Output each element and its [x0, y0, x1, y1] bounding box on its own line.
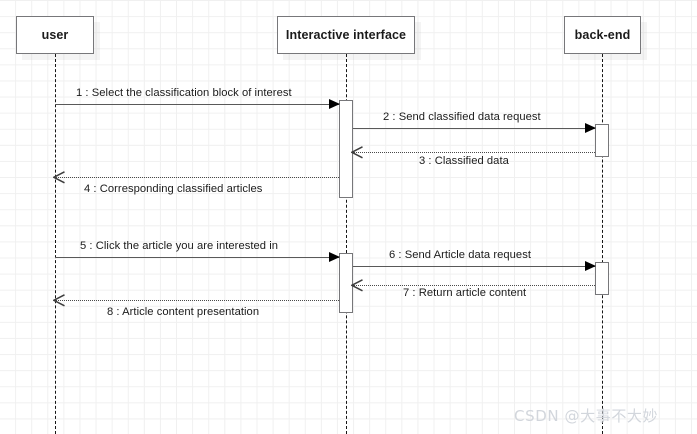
arrowhead-filled-icon: [329, 99, 340, 109]
activation-bar-ui: [339, 253, 353, 313]
message-line: [353, 266, 595, 267]
participant-box-ui[interactable]: Interactive interface: [277, 16, 415, 54]
lifeline-ui: [346, 54, 347, 434]
message-label-2: 2 : Send classified data request: [383, 111, 541, 123]
message-line: [55, 177, 339, 178]
message-label-8: 8 : Article content presentation: [107, 306, 260, 318]
arrowhead-filled-icon: [585, 123, 596, 133]
message-line: [353, 152, 595, 153]
participant-label: Interactive interface: [285, 28, 407, 42]
message-label-6: 6 : Send Article data request: [389, 249, 532, 261]
message-line: [353, 285, 595, 286]
arrowhead-open-icon: [52, 294, 65, 307]
arrowhead-open-icon: [350, 146, 363, 159]
message-line: [55, 300, 339, 301]
arrowhead-open-icon: [350, 279, 363, 292]
message-label-1: 1 : Select the classification block of i…: [76, 87, 292, 99]
arrowhead-filled-icon: [585, 261, 596, 271]
message-line: [353, 128, 595, 129]
csdn-watermark: CSDN @大事不大妙: [514, 407, 659, 425]
message-line: [55, 257, 339, 258]
message-line: [55, 104, 339, 105]
participant-box-backend[interactable]: back-end: [564, 16, 641, 54]
lifeline-backend: [602, 54, 603, 434]
arrowhead-filled-icon: [329, 252, 340, 262]
participant-label: user: [41, 28, 69, 42]
participant-box-user[interactable]: user: [16, 16, 94, 54]
arrowhead-open-icon: [52, 171, 65, 184]
message-label-4: 4 : Corresponding classified articles: [84, 183, 263, 195]
participant-label: back-end: [574, 28, 631, 42]
message-label-5: 5 : Click the article you are interested…: [80, 240, 279, 252]
activation-bar-backend: [595, 124, 609, 157]
activation-bar-backend: [595, 262, 609, 295]
message-label-3: 3 : Classified data: [419, 155, 509, 167]
lifeline-user: [55, 54, 56, 434]
activation-bar-ui: [339, 100, 353, 198]
message-label-7: 7 : Return article content: [403, 287, 527, 299]
